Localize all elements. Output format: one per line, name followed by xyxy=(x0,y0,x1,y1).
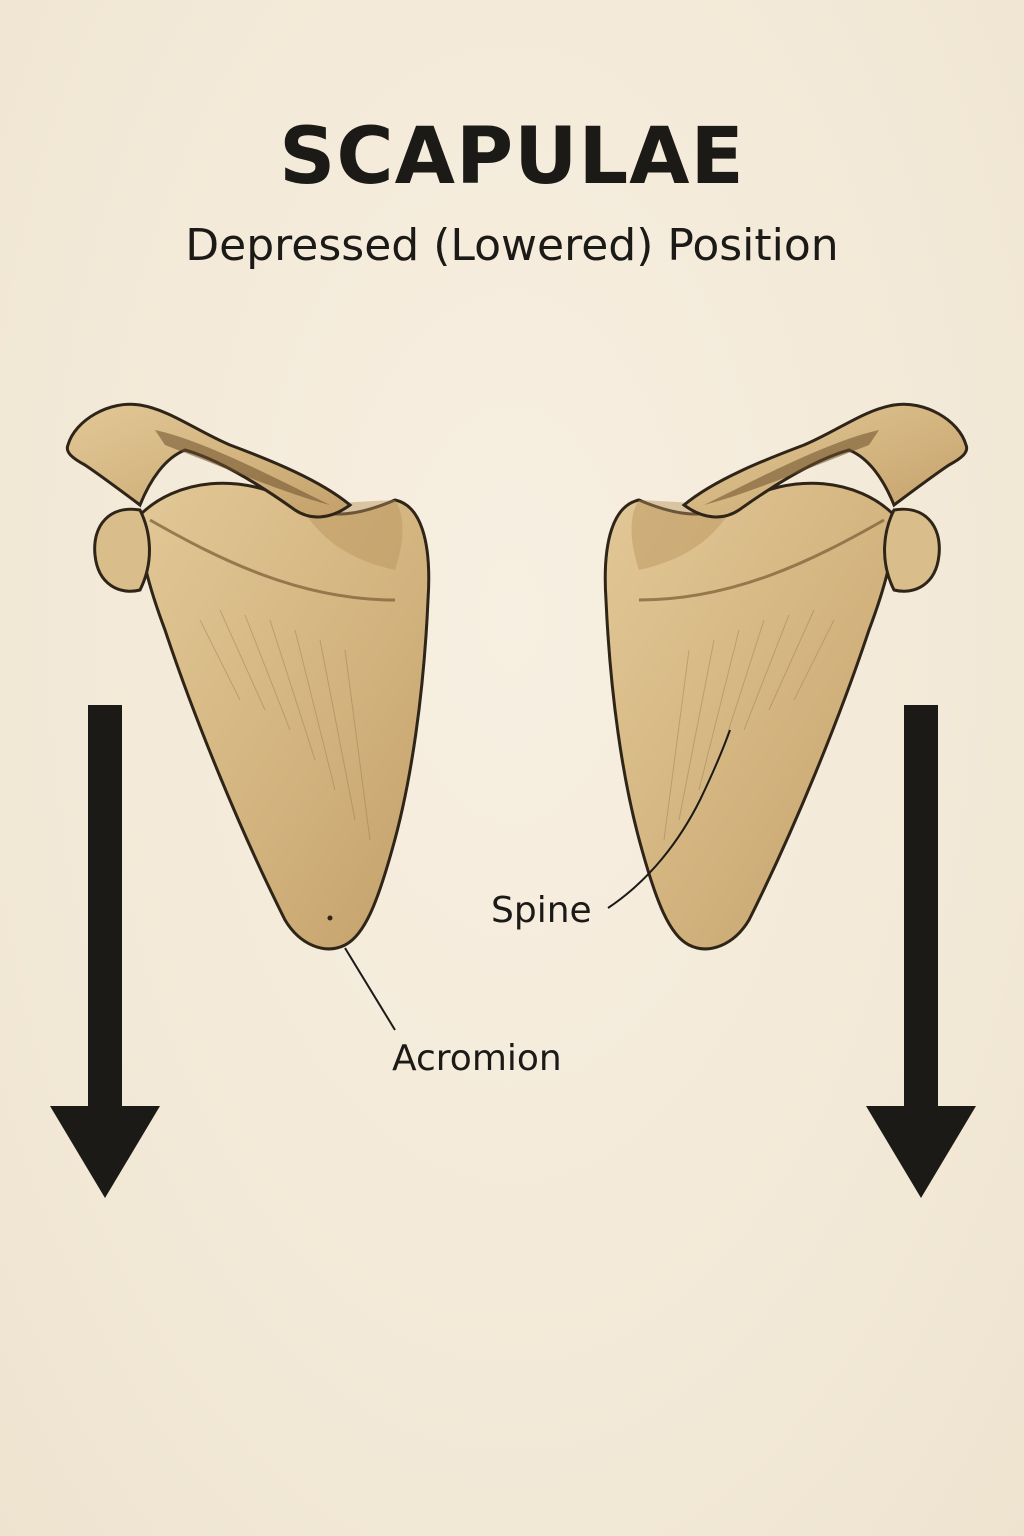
left-scapula-glenoid xyxy=(93,507,151,593)
right-scapula-arch-hole xyxy=(704,430,879,505)
left-scapula-texture xyxy=(199,609,371,841)
right-scapula-glenoid xyxy=(883,507,941,593)
left-arrow-down-icon xyxy=(50,705,160,1198)
acromion-leader-line xyxy=(344,947,396,1031)
left-scapula xyxy=(65,402,431,951)
right-scapula-spine-ridge xyxy=(638,518,885,602)
page-title: SCAPULAE xyxy=(279,112,745,202)
right-arrow-down-icon xyxy=(866,705,976,1198)
right-scapula xyxy=(603,402,969,951)
spine-leader-line xyxy=(607,729,731,909)
left-scapula-dot xyxy=(327,915,333,921)
spine-label: Spine xyxy=(491,890,592,931)
left-scapula-spine-ridge xyxy=(149,518,396,602)
acromion-label: Acromion xyxy=(392,1038,562,1079)
page-subtitle: Depressed (Lowered) Position xyxy=(185,220,839,271)
left-scapula-arch-hole xyxy=(155,430,330,505)
